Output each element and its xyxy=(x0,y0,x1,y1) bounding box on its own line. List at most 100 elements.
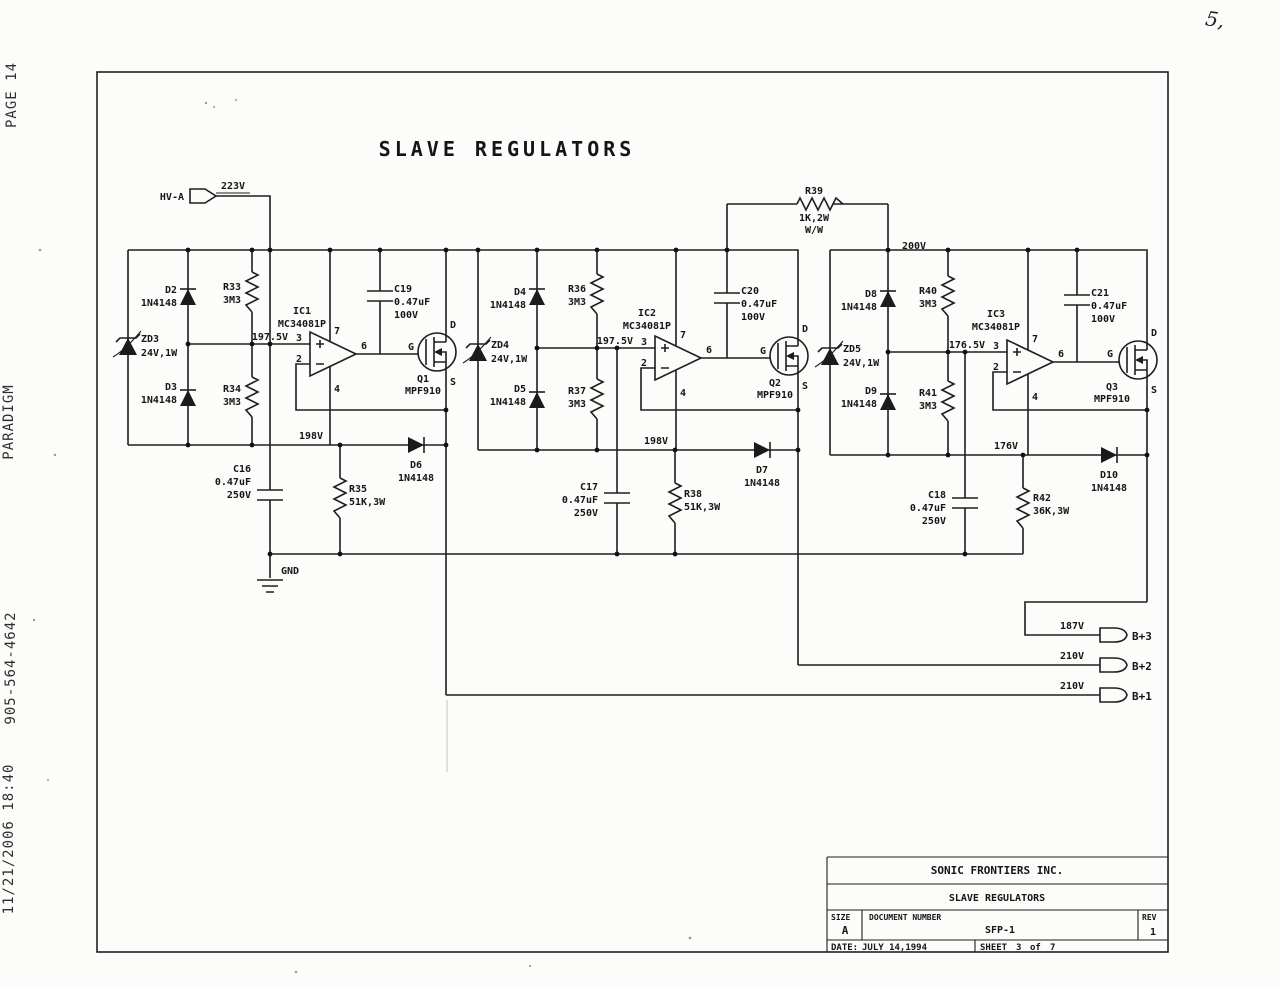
hv-input: HV-A 223V xyxy=(160,181,245,204)
value-label: 250V xyxy=(574,508,598,519)
value-label: 24V,1W xyxy=(491,354,528,365)
value-label: 0.47uF xyxy=(394,297,430,308)
diode-icon xyxy=(528,391,546,409)
fax-sender: PARADIGM xyxy=(1,384,17,459)
value-label: 3M3 xyxy=(568,297,586,308)
opamp-icon xyxy=(654,335,702,381)
type-label: W/W xyxy=(805,225,824,236)
drawing-title: SLAVE REGULATORS xyxy=(379,137,636,161)
capacitor-icon xyxy=(366,290,394,302)
capacitor-icon xyxy=(1063,294,1091,306)
capacitor-icon xyxy=(713,292,741,304)
ref-label: D6 xyxy=(410,460,422,471)
pin-number: 7 xyxy=(334,326,340,337)
pin-number: 7 xyxy=(1032,334,1038,345)
value-label: 3M3 xyxy=(223,397,241,408)
ref-label: D9 xyxy=(865,386,877,397)
value-label: MPF910 xyxy=(1094,394,1130,405)
resistor-icon xyxy=(941,275,955,317)
ref-label: C17 xyxy=(580,482,598,493)
ref-label: R34 xyxy=(223,384,241,395)
resistor-icon xyxy=(245,271,259,313)
ref-label: R41 xyxy=(919,388,937,399)
doc-number-value: SFP-1 xyxy=(985,925,1015,936)
pin-label: S xyxy=(450,377,456,388)
value-label: 1N4148 xyxy=(141,298,177,309)
input-flag-icon xyxy=(189,188,217,204)
ref-label: D7 xyxy=(756,465,768,476)
opamp-icon xyxy=(1006,339,1054,385)
input-voltage-label: 223V xyxy=(221,181,245,192)
value-label: 1N4148 xyxy=(841,302,877,313)
ref-label: C18 xyxy=(928,490,946,501)
doc-number-label: DOCUMENT NUMBER xyxy=(869,913,941,922)
output-voltage-label: 210V xyxy=(1060,681,1084,692)
handwritten-page-mark: 5, xyxy=(1204,6,1226,32)
ref-label: R36 xyxy=(568,284,586,295)
ref-label: ZD5 xyxy=(843,344,861,355)
pin-number: 4 xyxy=(680,388,686,399)
output-flag-icon xyxy=(1099,657,1128,673)
value-label: 1N4148 xyxy=(841,399,877,410)
rail-200v-label: 200V xyxy=(902,241,926,252)
value-label: 51K,3W xyxy=(349,497,386,508)
ref-label: C20 xyxy=(741,286,759,297)
output-voltage-label: 210V xyxy=(1060,651,1084,662)
pin-number: 2 xyxy=(296,354,302,365)
value-label: 0.47uF xyxy=(741,299,777,310)
pin-label: D xyxy=(1151,328,1157,339)
ref-label: C21 xyxy=(1091,288,1109,299)
output-name-label: B+3 xyxy=(1132,630,1152,643)
output-flag-icon xyxy=(1099,687,1128,703)
resistor-icon xyxy=(590,378,604,420)
ref-label: C16 xyxy=(233,464,251,475)
output-name-label: B+2 xyxy=(1132,660,1152,673)
ref-label: R40 xyxy=(919,286,937,297)
mosfet-icon xyxy=(417,332,457,372)
value-label: MC34081P xyxy=(623,321,671,332)
node-voltage-label: 176.5V xyxy=(949,340,985,351)
value-label: 1N4148 xyxy=(744,478,780,489)
regulator-stage-3: ZD5 24V,1W D8 1N4148 D9 1N4148 R40 3M3 R… xyxy=(814,250,1158,602)
node-voltage-label: 197.5V xyxy=(597,336,633,347)
ref-label: R38 xyxy=(684,489,702,500)
node-voltage-label: 198V xyxy=(644,436,668,447)
pin-number: 7 xyxy=(680,330,686,341)
value-label: 1N4148 xyxy=(141,395,177,406)
drawing-name: SLAVE REGULATORS xyxy=(949,893,1045,904)
zener-icon xyxy=(814,340,844,368)
value-label: 250V xyxy=(922,516,946,527)
fax-datetime: 11/21/2006 18:40 xyxy=(1,764,17,915)
output-name-label: B+1 xyxy=(1132,690,1152,703)
value-label: 1N4148 xyxy=(490,300,526,311)
ref-label: R37 xyxy=(568,386,586,397)
value-label: 3M3 xyxy=(919,401,937,412)
diode-icon xyxy=(179,288,197,306)
value-label: 1N4148 xyxy=(1091,483,1127,494)
ref-label: C19 xyxy=(394,284,412,295)
sheet-of-label: of xyxy=(1030,943,1041,953)
rev-value: 1 xyxy=(1150,927,1156,938)
ref-label: Q3 xyxy=(1106,382,1118,393)
pin-number: 3 xyxy=(993,341,999,352)
value-label: MC34081P xyxy=(278,319,326,330)
resistor-icon xyxy=(590,273,604,315)
ref-label: R39 xyxy=(805,186,823,197)
resistor-icon xyxy=(941,380,955,422)
value-label: 100V xyxy=(741,312,765,323)
value-label: 3M3 xyxy=(223,295,241,306)
ref-label: D8 xyxy=(865,289,877,300)
ref-label: IC1 xyxy=(293,306,311,317)
ref-label: D2 xyxy=(165,285,177,296)
opamp-icon xyxy=(309,331,357,377)
diode-icon xyxy=(753,441,771,459)
ref-label: ZD3 xyxy=(141,334,159,345)
bridge-resistor: R39 1K,2W W/W xyxy=(796,186,844,236)
rev-label: REV xyxy=(1142,913,1157,922)
value-label: 51K,3W xyxy=(684,502,721,513)
output-flag-icon xyxy=(1099,627,1128,643)
value-label: 1K,2W xyxy=(799,213,830,224)
input-name-label: HV-A xyxy=(160,192,184,203)
mosfet-icon xyxy=(1118,340,1158,380)
